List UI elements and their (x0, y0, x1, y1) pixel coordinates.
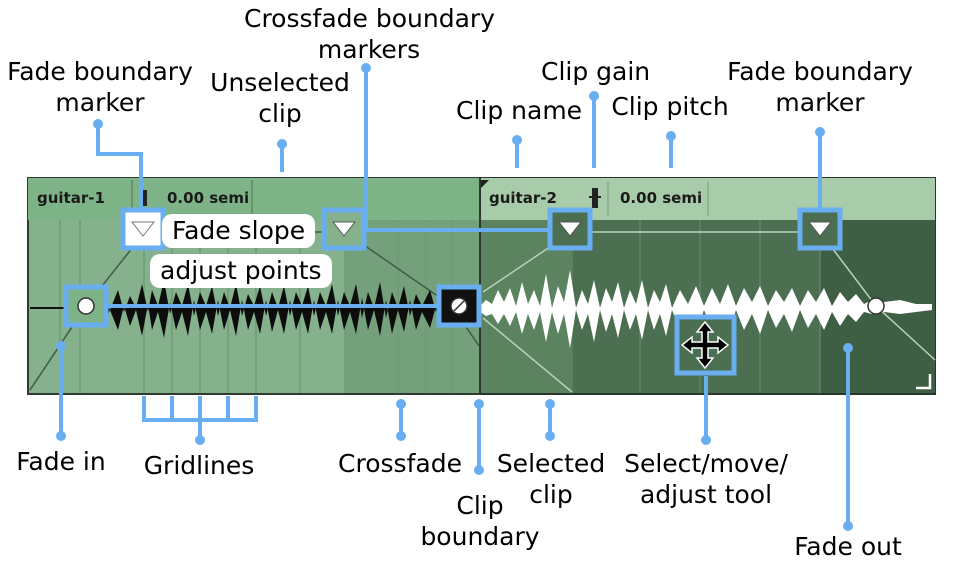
label-clip-name: Clip name (456, 96, 583, 125)
left-clip-header (28, 178, 479, 220)
crossfade-marker-left[interactable] (321, 207, 367, 251)
right-clip-name: guitar-2 (489, 189, 557, 207)
right-waveform (480, 270, 932, 348)
left-clip-name: guitar-1 (37, 189, 105, 207)
left-clip-gain-icon (142, 190, 147, 206)
resize-corner-icon (916, 374, 932, 390)
fade-slope-point-left[interactable] (63, 284, 109, 328)
crossfade-marker-right[interactable] (547, 207, 593, 251)
label-select-tool: Select/move/adjust tool (624, 449, 788, 509)
label-fade-out: Fade out (794, 532, 902, 561)
fade-out-slope-point[interactable] (867, 297, 885, 315)
fade-slope-label-line1: Fade slope (162, 214, 316, 248)
fade-boundary-marker-right[interactable] (797, 207, 843, 251)
label-crossfade: Crossfade (338, 449, 462, 478)
left-clip-pitch: 0.00 semi (167, 189, 250, 207)
fade-slope-point-right[interactable] (436, 284, 482, 328)
left-waveform (88, 280, 450, 338)
label-fade-in: Fade in (16, 447, 106, 476)
label-clip-pitch: Clip pitch (611, 92, 729, 121)
fade-boundary-marker-left[interactable] (120, 207, 166, 251)
select-move-tool[interactable] (674, 314, 737, 376)
fade-slope-label-line2: adjust points (150, 254, 332, 288)
label-clip-gain: Clip gain (541, 57, 651, 86)
move-cross-icon (680, 320, 730, 370)
callout-dots (56, 63, 853, 531)
label-gridlines: Gridlines (143, 451, 255, 480)
right-clip-pitch: 0.00 semi (620, 189, 703, 207)
